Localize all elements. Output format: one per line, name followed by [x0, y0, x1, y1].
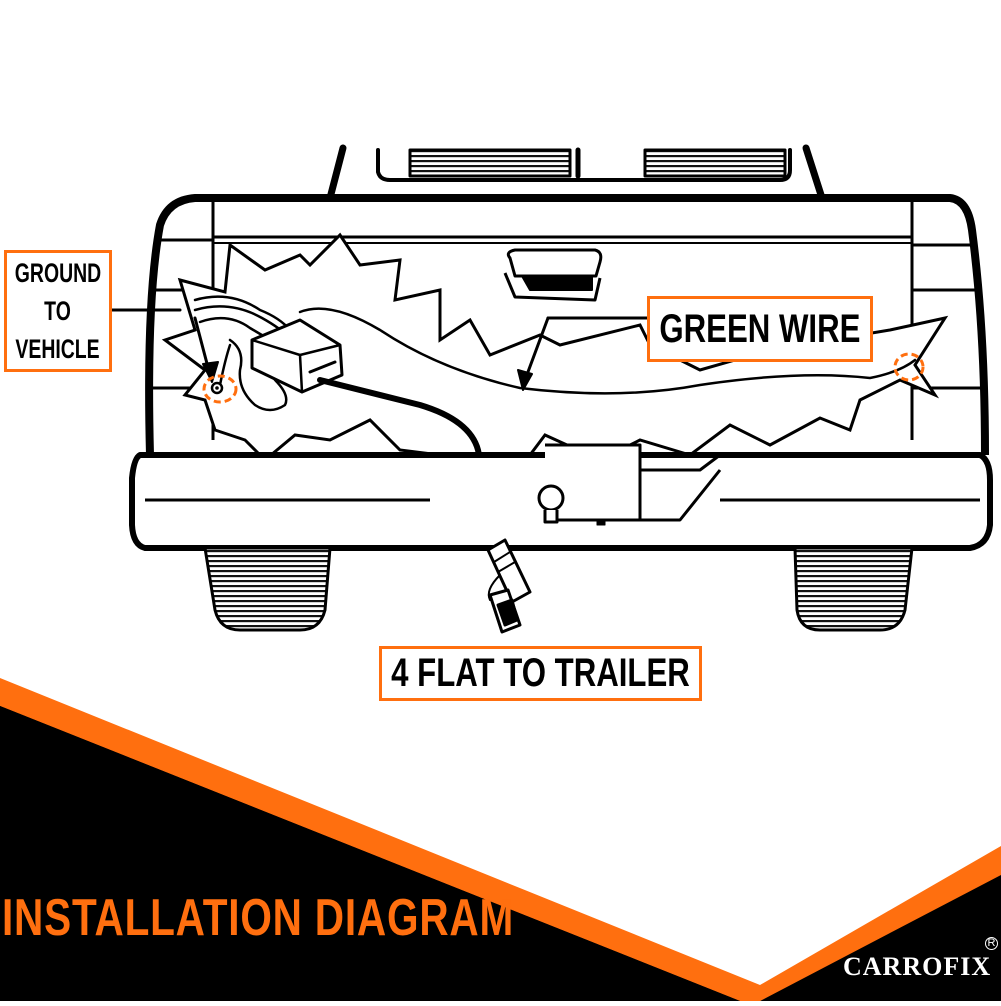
ground-label-line-1: GROUND	[14, 258, 102, 288]
green-wire-label-text: GREEN WIRE	[659, 306, 861, 351]
rear-bumper	[129, 443, 993, 551]
trailer-label-text: 4 FLAT TO TRAILER	[391, 651, 690, 695]
rear-tires	[203, 546, 914, 632]
footer-graphic	[0, 678, 1001, 1001]
green-wire-label: GREEN WIRE	[647, 296, 873, 362]
ground-point-markers	[202, 352, 925, 404]
registered-trademark-icon: R	[985, 937, 998, 950]
ground-to-vehicle-label: GROUND TO VEHICLE	[4, 250, 112, 372]
brand-logo: CARROFIX	[843, 952, 992, 981]
four-flat-connector	[486, 538, 532, 634]
cutaway-burst	[161, 232, 949, 522]
ground-label-line-3: VEHICLE	[15, 334, 101, 364]
truck-cab	[326, 144, 826, 202]
installation-diagram-title: INSTALLATION DIAGRAM	[2, 889, 515, 947]
wiring-harness	[110, 295, 917, 548]
ground-label-line-2: TO	[44, 296, 72, 326]
four-flat-to-trailer-label: 4 FLAT TO TRAILER	[379, 646, 702, 701]
